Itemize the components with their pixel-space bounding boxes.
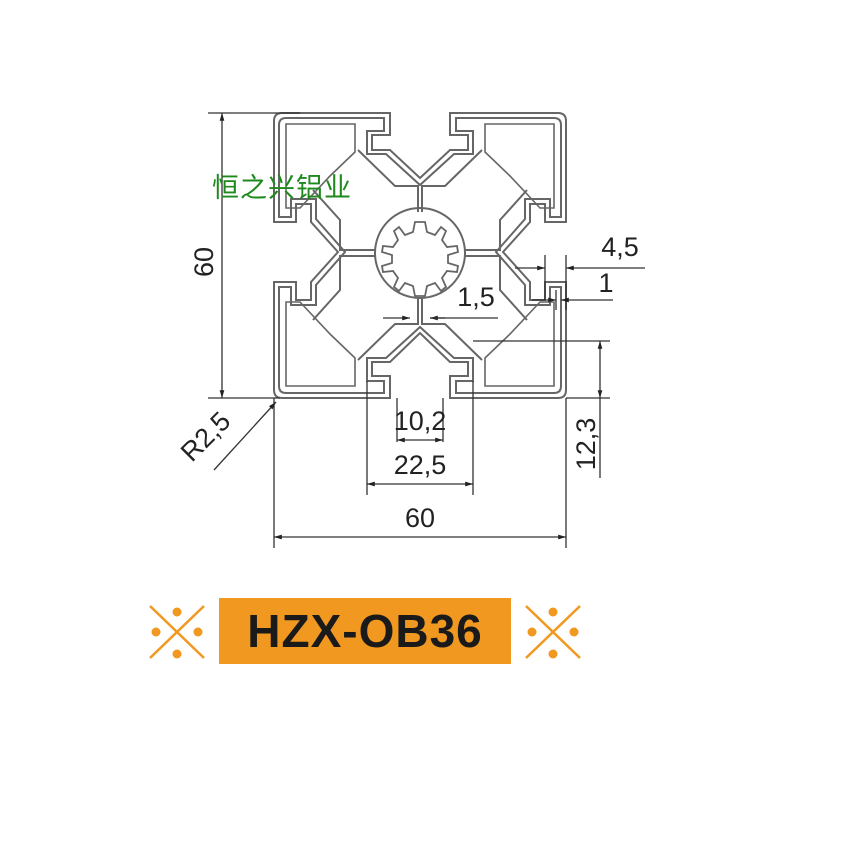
- profile-outline: [273, 112, 567, 399]
- dim-slot-depth-label: 12,3: [571, 418, 601, 471]
- dim-lip-width-label: 4,5: [601, 232, 639, 262]
- dimension-lines: [208, 112, 645, 548]
- x-cross-dots-icon: [525, 605, 581, 659]
- dim-width-label: 60: [405, 503, 435, 533]
- dim-slot-inner-label: 10,2: [394, 406, 447, 436]
- dim-corner-radius-label: R2,5: [175, 406, 237, 468]
- watermark-text: 恒之兴铝业: [212, 173, 352, 204]
- dim-height-label: 60: [189, 247, 219, 277]
- model-number: HZX-OB36: [247, 605, 483, 657]
- dim-slot-outer-label: 22,5: [394, 450, 447, 480]
- x-cross-dots-icon: [149, 605, 205, 659]
- dimension-labels: 60 60 10,2 22,5 12,3 1,5 4,5 1 R2,5: [175, 232, 639, 533]
- model-badge: HZX-OB36: [219, 598, 511, 664]
- dim-lip-thickness-label: 1: [598, 268, 613, 298]
- dim-web-thickness-label: 1,5: [457, 282, 495, 312]
